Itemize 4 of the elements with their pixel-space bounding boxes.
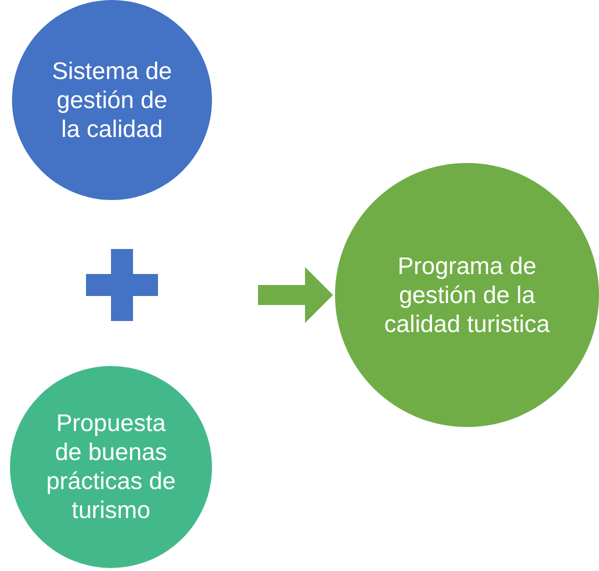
node-label: Sistema de gestión de la calidad <box>50 56 174 144</box>
node-label: Propuesta de buenas prácticas de turismo <box>46 409 176 525</box>
block-arrow <box>258 267 333 323</box>
node-label: Programa de gestión de la calidad turistica <box>383 252 551 338</box>
